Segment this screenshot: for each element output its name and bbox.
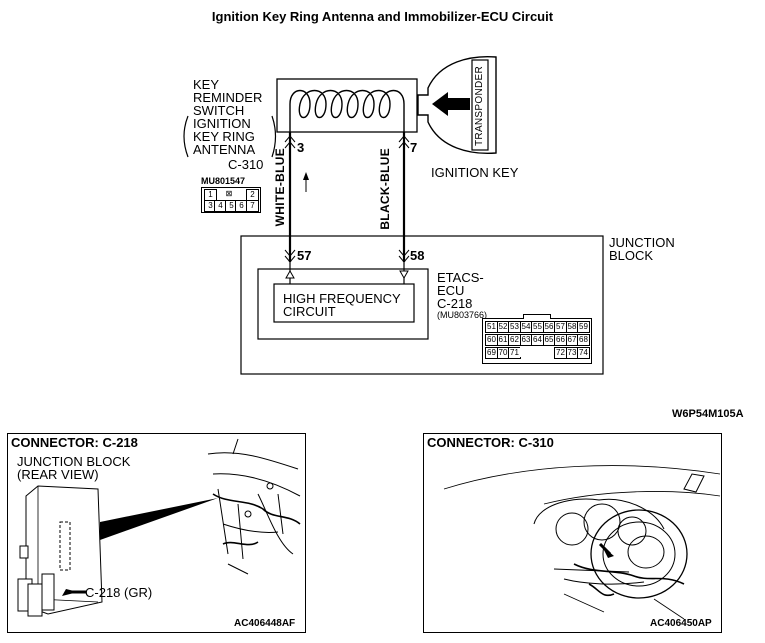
etacs-ecu-label: ETACS- ECU (437, 270, 484, 298)
wire-label-black-blue: BLACK-BLUE (378, 148, 392, 230)
c218-pin: 62 (508, 334, 521, 346)
panel-title: CONNECTOR: C-218 (11, 435, 138, 450)
c218-pin: 70 (496, 347, 510, 359)
diagram-title: Ignition Key Ring Antenna and Immobilize… (211, 9, 554, 24)
c310-pin: 3 (204, 200, 217, 212)
c218-pin: 57 (554, 321, 567, 333)
high-frequency-circuit-box (273, 283, 415, 323)
high-frequency-circuit-label: HIGH FREQUENCY CIRCUIT (283, 291, 401, 319)
pin-7-label: 7 (410, 140, 418, 155)
transponder-label: TRANSPONDER (474, 66, 485, 146)
etacs-part-number: (MU803766) (437, 310, 488, 320)
key-insert-arrow (432, 92, 470, 116)
c218-callout-label: C-218 (GR) (85, 585, 153, 600)
panel-title: CONNECTOR: C-310 (427, 435, 554, 450)
c218-pin: 59 (577, 321, 590, 333)
antenna-bracket (183, 115, 189, 158)
antenna-coil (289, 89, 405, 124)
steering-column-illustration (443, 465, 721, 620)
pin-3-label: 3 (297, 140, 305, 155)
pin-58-label: 58 (410, 248, 425, 263)
antenna-label: KEY REMINDER SWITCH IGNITION KEY RING AN… (193, 77, 263, 157)
panel-code: AC406448AF (234, 618, 296, 629)
c218-pin: 74 (577, 347, 590, 359)
c218-pin-empty (519, 347, 531, 357)
antenna-connector-id: C-310 (228, 157, 264, 172)
c218-pin: 73 (565, 347, 579, 359)
c310-key-icon: ⊠ (218, 189, 240, 199)
junction-block-illustration (17, 438, 301, 617)
c218-pin: 68 (577, 334, 590, 346)
ignition-key-label: IGNITION KEY (431, 165, 519, 180)
wire-label-white-blue: WHITE-BLUE (273, 148, 287, 227)
connector-c310-panel: CONNECTOR: C-310 AC406450AP (423, 433, 722, 633)
junction-block-label: JUNCTION BLOCK (609, 235, 675, 263)
panel-code: AC406450AP (650, 618, 712, 629)
junction-block-box (240, 235, 604, 375)
connector-c218-panel: CONNECTOR: C-218 JUNCTION BLOCK (REAR VI… (7, 433, 306, 633)
etacs-connector-id: C-218 (437, 296, 473, 311)
panel-subtitle: JUNCTION BLOCK (REAR VIEW) (17, 454, 131, 482)
pin-57-label: 57 (297, 248, 312, 263)
c310-pin: 4 (214, 200, 227, 212)
c310-connector-face: 1 ⊠ 2 3 4 5 6 7 (201, 187, 261, 213)
figure-code: W6P54M105A (672, 408, 744, 420)
c218-pin-empty (531, 347, 542, 357)
circuit-diagram (183, 55, 604, 375)
antenna-part-number: MU801547 (201, 176, 246, 186)
c310-pin: 1 (204, 189, 217, 201)
c218-pin-empty (542, 347, 554, 357)
c310-pin: 7 (246, 200, 259, 212)
